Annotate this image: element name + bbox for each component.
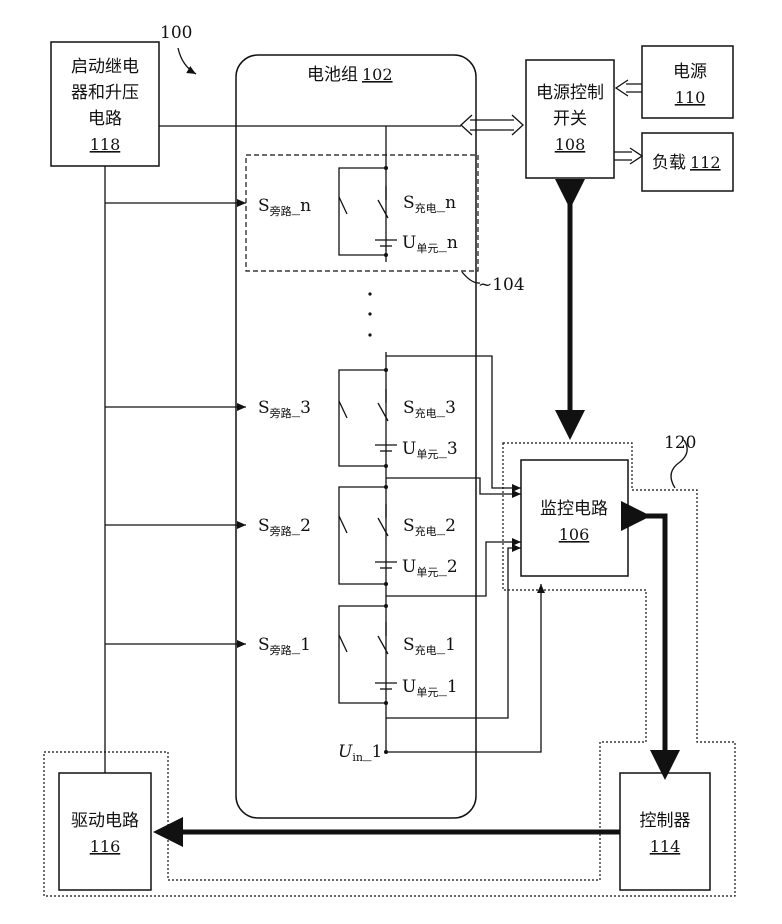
monitor-ref: 106	[559, 525, 590, 544]
controller-box	[620, 773, 710, 890]
monitor-label: 监控电路	[540, 499, 608, 519]
power-source-box	[642, 46, 733, 118]
cell-unit-3	[339, 356, 397, 468]
cell-voltage-label-1: U单元_1	[402, 677, 458, 699]
cell-unit-2	[339, 485, 397, 586]
bypass-switch-label-n: S旁路_n	[258, 196, 311, 218]
charge-switch-label-2: S充电_2	[403, 516, 456, 538]
charge-switch-label-3: S充电_3	[403, 398, 456, 420]
startup-line3: 电路	[88, 109, 122, 129]
enclosure-ref: 120	[664, 433, 696, 453]
cell-group-ref: ~104	[478, 275, 525, 295]
monitor-controller-link	[636, 516, 665, 765]
startup-line1: 启动继电	[71, 57, 139, 77]
cell-voltage-label-2: U单元_2	[402, 557, 458, 579]
driver-label: 驱动电路	[71, 811, 139, 831]
sense-wire-b	[386, 478, 521, 494]
controller-ref: 114	[650, 837, 681, 856]
startup-line2: 器和升压	[71, 83, 139, 103]
power-source-ref: 110	[675, 88, 706, 107]
power-switch-ref: 108	[555, 135, 586, 154]
charge-switch-label-n: S充电_n	[403, 193, 456, 215]
switch-to-load-arrow	[614, 152, 632, 160]
power-switch-line2: 开关	[553, 109, 587, 129]
battery-pack-label: 电池组102	[307, 65, 393, 85]
cell-voltage-label-3: U单元_3	[402, 439, 458, 461]
input-voltage-label: Uin_1	[338, 742, 382, 764]
cell-voltage-label-n: U单元_n	[402, 233, 458, 255]
sense-wire-e	[386, 584, 541, 752]
power-switch-line1: 电源控制	[536, 83, 604, 103]
bypass-switch-label-2: S旁路_2	[258, 516, 311, 538]
power-source-label: 电源	[673, 62, 707, 82]
controller-label: 控制器	[640, 811, 691, 831]
charge-switch-label-1: S充电_1	[403, 635, 456, 657]
source-to-switch-arrow	[626, 84, 642, 92]
driver-circuit-box	[59, 773, 151, 890]
cell-unit-n	[339, 166, 397, 257]
sense-wire-a	[386, 356, 521, 488]
figure-ref-arrow	[178, 48, 196, 74]
bypass-switch-label-1: S旁路_1	[258, 635, 311, 657]
cell-unit-1	[339, 604, 397, 705]
driver-ref: 116	[90, 837, 121, 856]
startup-ref: 118	[90, 135, 121, 154]
figure-ref: 100	[160, 23, 192, 43]
bypass-switch-label-3: S旁路_3	[258, 398, 311, 420]
